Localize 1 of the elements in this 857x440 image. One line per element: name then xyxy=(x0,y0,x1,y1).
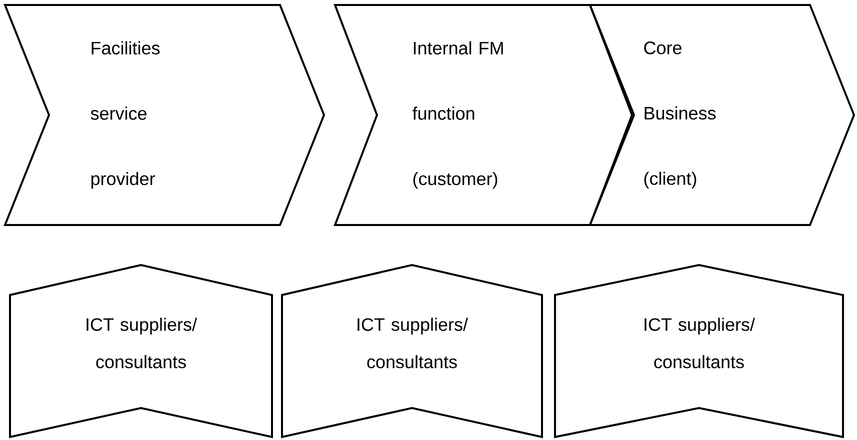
node-label: Core Business (client) xyxy=(644,42,716,188)
